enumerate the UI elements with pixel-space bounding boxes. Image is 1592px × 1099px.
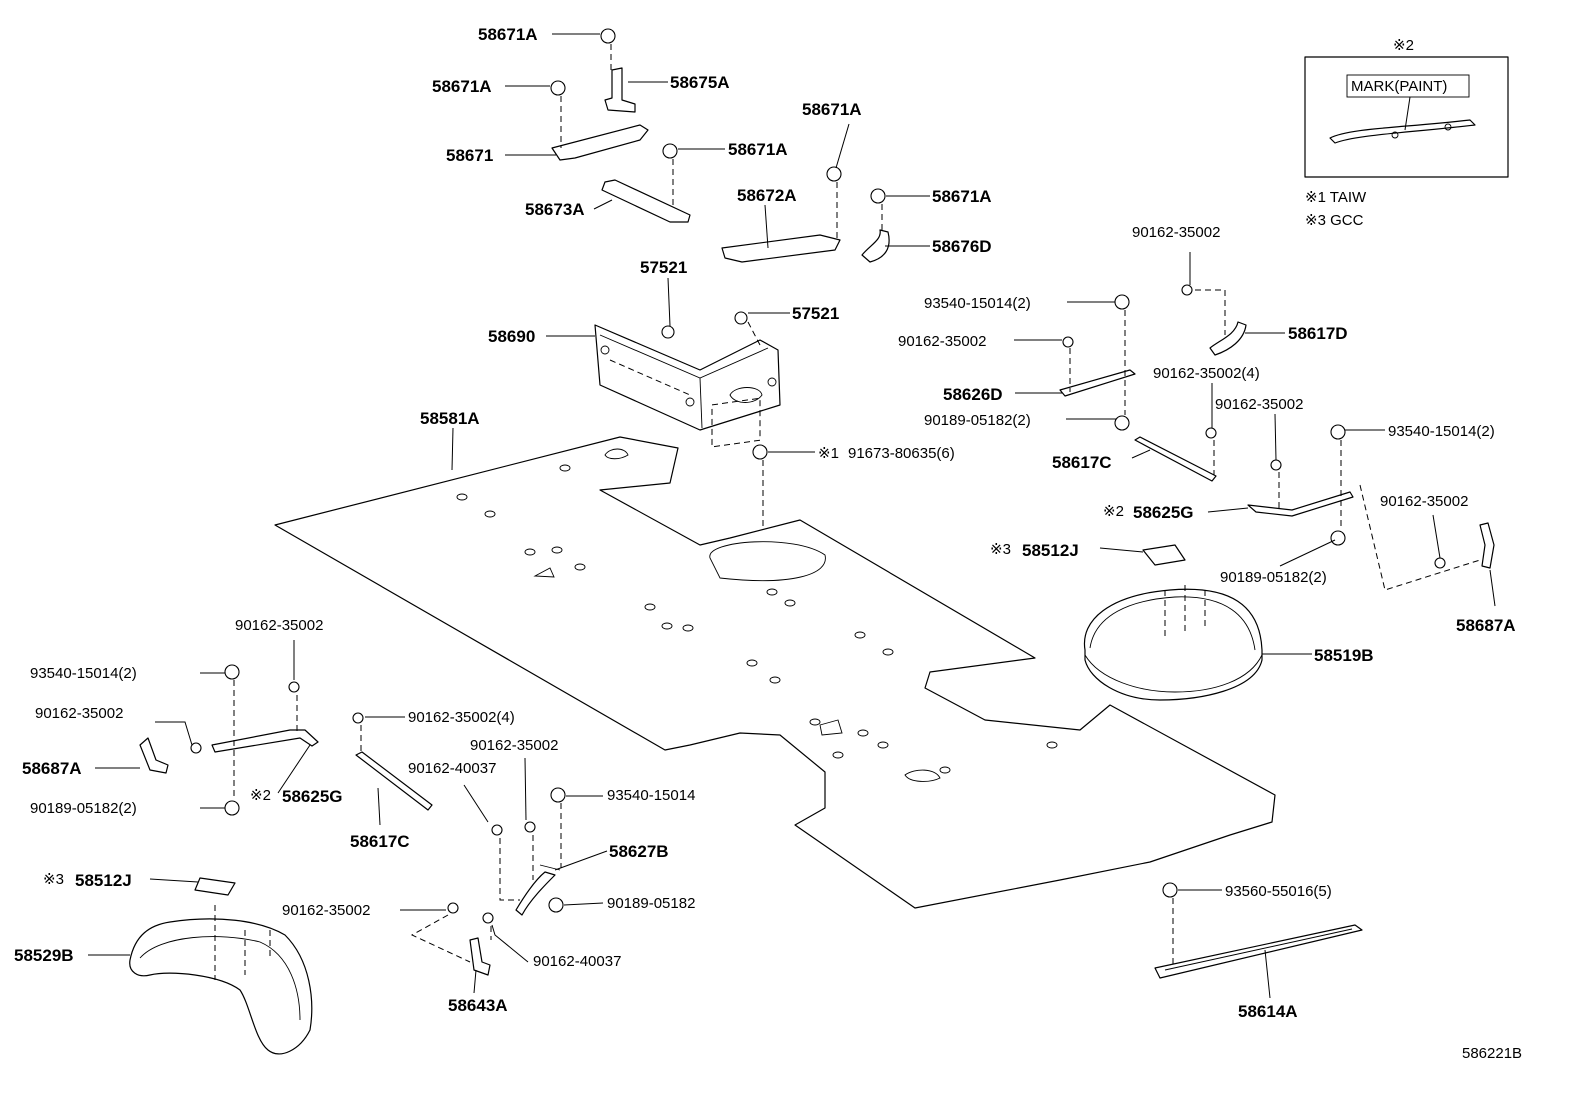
- pad-58512J-left: [194, 877, 236, 896]
- bracket-58643A: [469, 937, 491, 976]
- label-90162-35002: 90162-35002: [470, 737, 558, 754]
- bracket-58687A-left: [139, 737, 169, 774]
- label-58672A: 58672A: [737, 186, 797, 205]
- bracket-58687A-right: [1479, 522, 1495, 569]
- label-58625G: 58625G: [282, 787, 343, 806]
- label-90189-05182: 90189-05182: [607, 895, 695, 912]
- bracket-58625G-left: [211, 729, 319, 753]
- label-58690: 58690: [488, 327, 535, 346]
- bracket-58673A: [601, 179, 691, 223]
- bracket-58671: [551, 124, 649, 161]
- label-90162-35002: 90162-35002: [1132, 224, 1220, 241]
- label-93540-15014: 93540-15014(2): [924, 295, 1031, 312]
- label-90162-35002: 90162-35002: [1380, 493, 1468, 510]
- console-box-58690: [594, 311, 781, 431]
- wheelhouse-cover-58529B: [129, 877, 313, 1055]
- label-58687A: 58687A: [22, 759, 82, 778]
- label-90162-35002-4: 90162-35002(4): [1153, 365, 1260, 382]
- label-58512J: 58512J: [75, 871, 132, 890]
- label-58512J: 58512J: [1022, 541, 1079, 560]
- note-ref2: ※2: [250, 787, 271, 804]
- bracket-58675A: [604, 67, 636, 113]
- bracket-58672A: [721, 234, 841, 263]
- label-58671: 58671: [446, 146, 493, 165]
- label-90189-05182: 90189-05182(2): [924, 412, 1031, 429]
- label-58519B: 58519B: [1314, 646, 1374, 665]
- legend-gcc: ※3 GCC: [1305, 212, 1364, 229]
- label-90162-35002-4: 90162-35002(4): [408, 709, 515, 726]
- label-93560-55016: 93560-55016(5): [1225, 883, 1332, 900]
- carpet-holes: [456, 464, 1058, 774]
- pad-58512J-right: [1142, 544, 1186, 566]
- floor-carpet-58581A: [274, 397, 1276, 909]
- label-58671A: 58671A: [802, 100, 862, 119]
- bracket-58617C-left: [355, 751, 433, 811]
- note-ref1: ※1: [818, 445, 839, 462]
- label-90189-05182: 90189-05182(2): [1220, 569, 1327, 586]
- label-58617D: 58617D: [1288, 324, 1348, 343]
- inset-box: [1304, 56, 1509, 178]
- label-93540-15014: 93540-15014(2): [30, 665, 137, 682]
- legend-taiw: ※1 TAIW: [1305, 189, 1367, 206]
- bracket-58626D: [1059, 369, 1136, 397]
- clip-57521-left: [661, 325, 675, 339]
- label-57521: 57521: [792, 304, 839, 323]
- label-58627B: 58627B: [609, 842, 669, 861]
- label-90189-05182: 90189-05182(2): [30, 800, 137, 817]
- label-93540-15014: 93540-15014: [607, 787, 695, 804]
- label-58626D: 58626D: [943, 385, 1003, 404]
- sill-plate-58614A: [1154, 924, 1363, 979]
- diagram-code: 586221B: [1462, 1045, 1522, 1062]
- label-90162-40037: 90162-40037: [408, 760, 496, 777]
- label-58687A: 58687A: [1456, 616, 1516, 635]
- label-58581A: 58581A: [420, 409, 480, 428]
- alignment-lines: [233, 44, 1481, 965]
- label-58643A: 58643A: [448, 996, 508, 1015]
- label-91673-80635: 91673-80635(6): [848, 445, 955, 462]
- label-58617C: 58617C: [1052, 453, 1112, 472]
- bracket-58617D: [1209, 321, 1247, 356]
- label-58673A: 58673A: [525, 200, 585, 219]
- label-58617C: 58617C: [350, 832, 410, 851]
- label-58671A: 58671A: [932, 187, 992, 206]
- label-57521: 57521: [640, 258, 687, 277]
- label-58671A: 58671A: [728, 140, 788, 159]
- note-ref3: ※3: [43, 871, 64, 888]
- fasteners: [190, 28, 1446, 924]
- label-58625G: 58625G: [1133, 503, 1194, 522]
- label-58671A: 58671A: [478, 25, 538, 44]
- note-ref2: ※2: [1103, 503, 1124, 520]
- clip-57521-right: [734, 311, 748, 325]
- label-93540-15014: 93540-15014(2): [1388, 423, 1495, 440]
- bracket-58617C-right: [1134, 436, 1217, 482]
- label-58529B: 58529B: [14, 946, 74, 965]
- label-58671A: 58671A: [432, 77, 492, 96]
- bracket-58625G-right: [1247, 491, 1354, 517]
- label-90162-35002: 90162-35002: [235, 617, 323, 634]
- part-labels: 58671A 58671A 58675A 58671 58671A 58673A…: [14, 25, 1516, 1021]
- leader-lines: [88, 33, 1496, 999]
- label-58675A: 58675A: [670, 73, 730, 92]
- label-90162-35002: 90162-35002: [898, 333, 986, 350]
- label-90162-35002: 90162-35002: [282, 902, 370, 919]
- label-90162-35002: 90162-35002: [1215, 396, 1303, 413]
- note-ref3: ※3: [990, 541, 1011, 558]
- wheelhouse-cover-58519B: [1083, 544, 1263, 701]
- label-58676D: 58676D: [932, 237, 992, 256]
- bracket-58676D: [861, 229, 890, 263]
- label-90162-35002: 90162-35002: [35, 705, 123, 722]
- inset-mark-label: MARK(PAINT): [1351, 78, 1447, 95]
- inset-title: ※2: [1393, 37, 1414, 54]
- label-90162-40037: 90162-40037: [533, 953, 621, 970]
- label-58614A: 58614A: [1238, 1002, 1298, 1021]
